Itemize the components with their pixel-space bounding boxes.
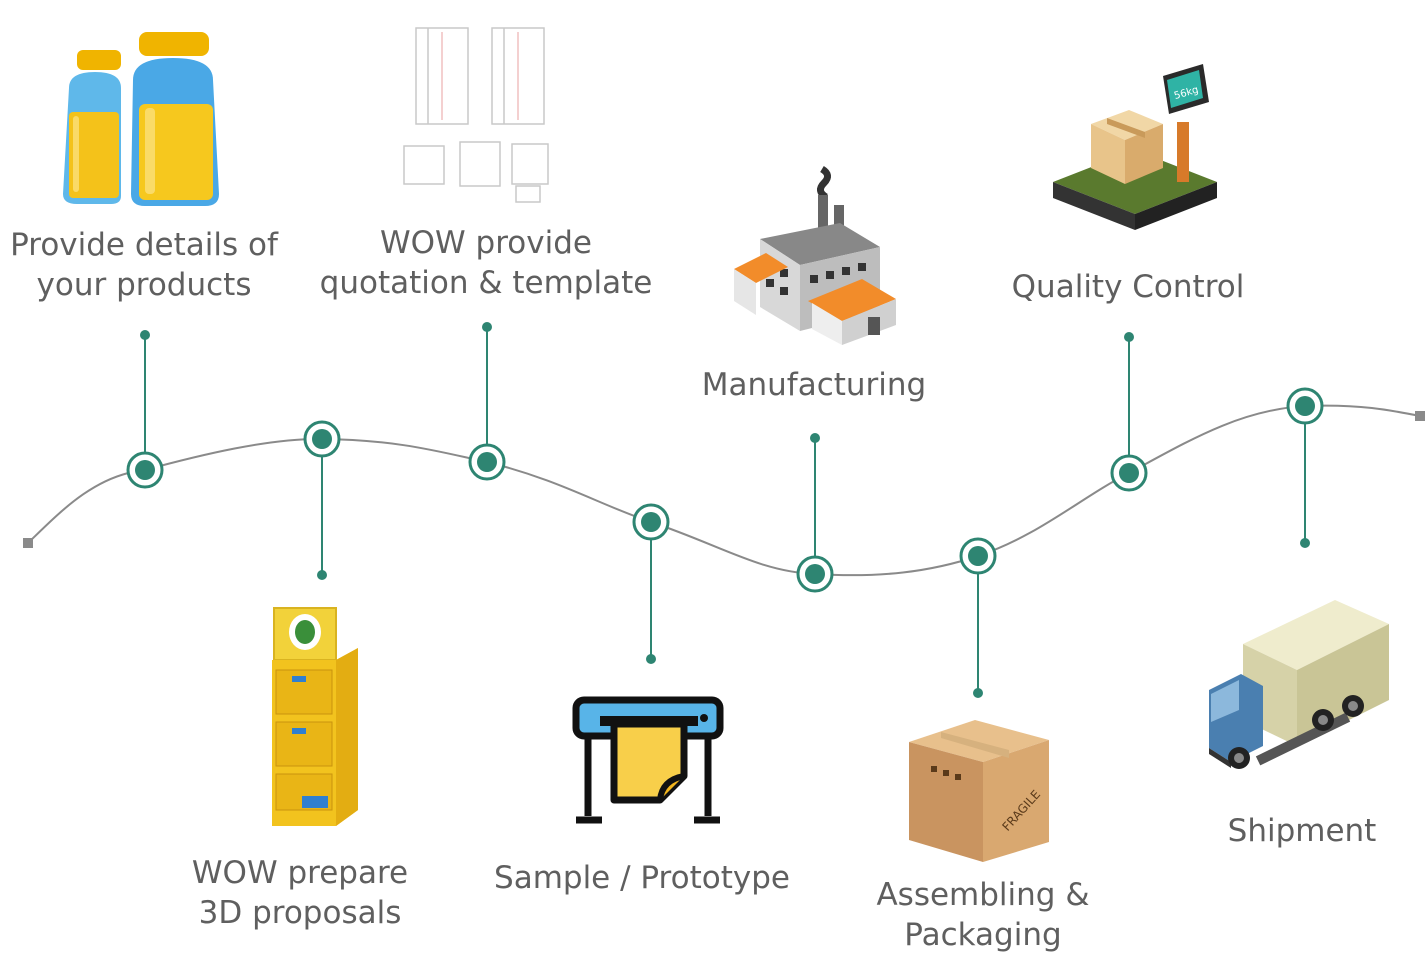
connector-end-dot-shipment	[1300, 538, 1310, 548]
timeline-node-proposals	[312, 429, 332, 449]
connector-end-dot-qc	[1124, 332, 1134, 342]
timeline-start-marker	[23, 538, 33, 548]
timeline-node-details	[135, 460, 155, 480]
truck-icon	[1209, 600, 1389, 769]
timeline-node-quotation	[477, 452, 497, 472]
timeline-node-qc	[1119, 463, 1139, 483]
connector-end-dot-proposals	[317, 570, 327, 580]
weighing-scale-icon: 56kg	[1053, 64, 1217, 230]
timeline-end-marker	[1415, 411, 1425, 421]
timeline-curve	[27, 404, 1421, 577]
connector-end-dot-details	[140, 330, 150, 340]
timeline-node-manufacturing	[805, 564, 825, 584]
display-stand-icon	[272, 607, 358, 826]
step-label-sample: Sample / Prototype	[494, 860, 790, 896]
connector-end-dot-assembling	[973, 688, 983, 698]
connector-end-dot-manufacturing	[810, 433, 820, 443]
timeline-node-sample	[641, 512, 661, 532]
connector-end-dot-quotation	[482, 322, 492, 332]
timeline-node-assembling	[968, 546, 988, 566]
cardboard-box-icon: FRAGILE	[909, 720, 1049, 862]
step-label-qc: Quality Control	[1011, 269, 1245, 305]
step-label-manufacturing: Manufacturing	[701, 367, 927, 403]
timeline-node-shipment	[1295, 396, 1315, 416]
step-label-shipment: Shipment	[1227, 813, 1377, 849]
plotter-printer-icon	[572, 696, 724, 824]
step-label-assembling: Assembling &Packaging	[876, 877, 1090, 953]
factory-icon	[734, 165, 896, 345]
bottles-icon	[63, 32, 219, 206]
dieline-template-icon	[403, 27, 549, 203]
connector-end-dot-sample	[646, 654, 656, 664]
